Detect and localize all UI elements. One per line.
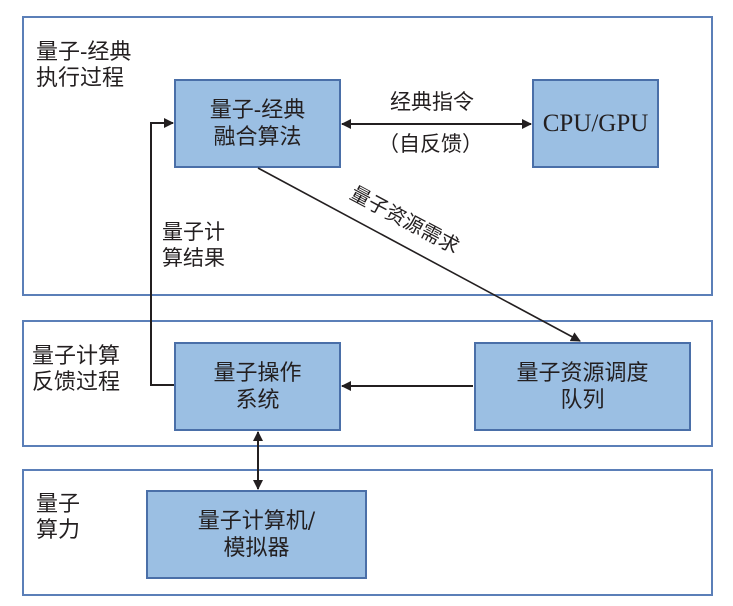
box-quantum-computer: 量子计算机/ 模拟器 [146, 490, 367, 579]
box-cpu-gpu: CPU/GPU [532, 79, 659, 168]
panel-compute-power [22, 469, 713, 596]
panel-label-feedback-process: 量子计算 反馈过程 [32, 344, 121, 395]
box-quantum-os: 量子操作 系统 [174, 342, 341, 431]
label-computation-result: 量子计 算结果 [162, 220, 225, 270]
panel-label-execution-process: 量子-经典 执行过程 [36, 40, 132, 91]
label-classical-instructions: 经典指令 [390, 90, 474, 114]
panel-label-compute-power: 量子 算力 [36, 492, 81, 543]
label-self-feedback: （自反馈） [378, 132, 483, 156]
box-resource-queue: 量子资源调度 队列 [474, 342, 691, 431]
box-hybrid-algorithm: 量子-经典 融合算法 [174, 79, 341, 168]
